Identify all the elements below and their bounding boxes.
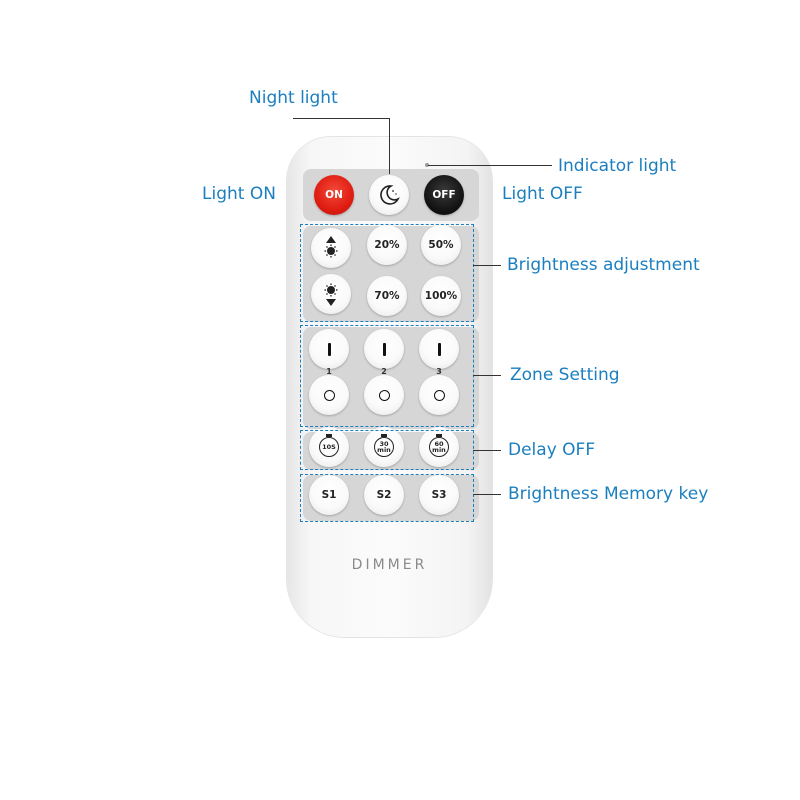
delay-line bbox=[473, 450, 501, 451]
memory-bracket bbox=[300, 474, 474, 522]
indicator-light bbox=[425, 163, 429, 167]
zone-3-label: 3 bbox=[436, 367, 442, 376]
memory-s1-button[interactable]: S1 bbox=[309, 475, 349, 515]
night-light-line-h bbox=[293, 118, 390, 119]
delay-off-label: Delay OFF bbox=[508, 440, 596, 460]
night-light-line-v bbox=[389, 118, 390, 174]
brightness-down-button[interactable] bbox=[311, 274, 351, 314]
brightness-adjustment-label: Brightness adjustment bbox=[507, 255, 700, 275]
brightness-up-button[interactable] bbox=[311, 228, 351, 268]
moon-icon bbox=[380, 185, 400, 205]
zone-2-off-button[interactable] bbox=[364, 375, 404, 415]
delay-10s-button[interactable]: 10S bbox=[309, 427, 349, 467]
memory-s2-button[interactable]: S2 bbox=[364, 475, 404, 515]
off-mark-icon bbox=[323, 389, 335, 401]
brand-label: DIMMER bbox=[351, 557, 428, 573]
on-button[interactable]: ON bbox=[314, 175, 354, 215]
light-on-label: Light ON bbox=[202, 184, 276, 204]
off-mark-icon bbox=[433, 389, 445, 401]
zone-setting-label: Zone Setting bbox=[510, 365, 620, 385]
zone-line bbox=[473, 375, 501, 376]
brightness-50-button[interactable]: 50% bbox=[421, 225, 461, 265]
memory-s3-button[interactable]: S3 bbox=[419, 475, 459, 515]
delay-bracket bbox=[300, 430, 474, 470]
night-light-label: Night light bbox=[249, 88, 338, 108]
brightness-70-button[interactable]: 70% bbox=[367, 276, 407, 316]
on-mark-icon bbox=[382, 342, 386, 356]
brightness-100-button[interactable]: 100% bbox=[421, 276, 461, 316]
light-off-label: Light OFF bbox=[502, 184, 583, 204]
zone-1-label: 1 bbox=[326, 367, 332, 376]
on-mark-icon bbox=[327, 342, 331, 356]
brightness-bracket bbox=[300, 224, 474, 322]
indicator-light-label: Indicator light bbox=[558, 156, 677, 176]
remote-control: ON OFF 20% 50% bbox=[287, 137, 492, 637]
zone-2-label: 2 bbox=[381, 367, 387, 376]
brightness-up-icon bbox=[324, 236, 338, 258]
timer-icon: 10S bbox=[319, 434, 339, 457]
night-light-button[interactable] bbox=[369, 175, 409, 215]
off-button[interactable]: OFF bbox=[424, 175, 464, 215]
zone-1-off-button[interactable] bbox=[309, 375, 349, 415]
brightness-line bbox=[473, 265, 501, 266]
zone-bracket bbox=[300, 325, 474, 427]
zone-3-on-button[interactable] bbox=[419, 329, 459, 369]
indicator-light-line bbox=[428, 165, 552, 166]
on-mark-icon bbox=[437, 342, 441, 356]
zone-1-on-button[interactable] bbox=[309, 329, 349, 369]
zone-2-on-button[interactable] bbox=[364, 329, 404, 369]
brightness-down-icon bbox=[324, 283, 338, 306]
brightness-memory-key-label: Brightness Memory key bbox=[508, 484, 709, 504]
zone-3-off-button[interactable] bbox=[419, 375, 459, 415]
off-mark-icon bbox=[378, 389, 390, 401]
memory-line bbox=[473, 494, 501, 495]
brightness-20-button[interactable]: 20% bbox=[367, 225, 407, 265]
